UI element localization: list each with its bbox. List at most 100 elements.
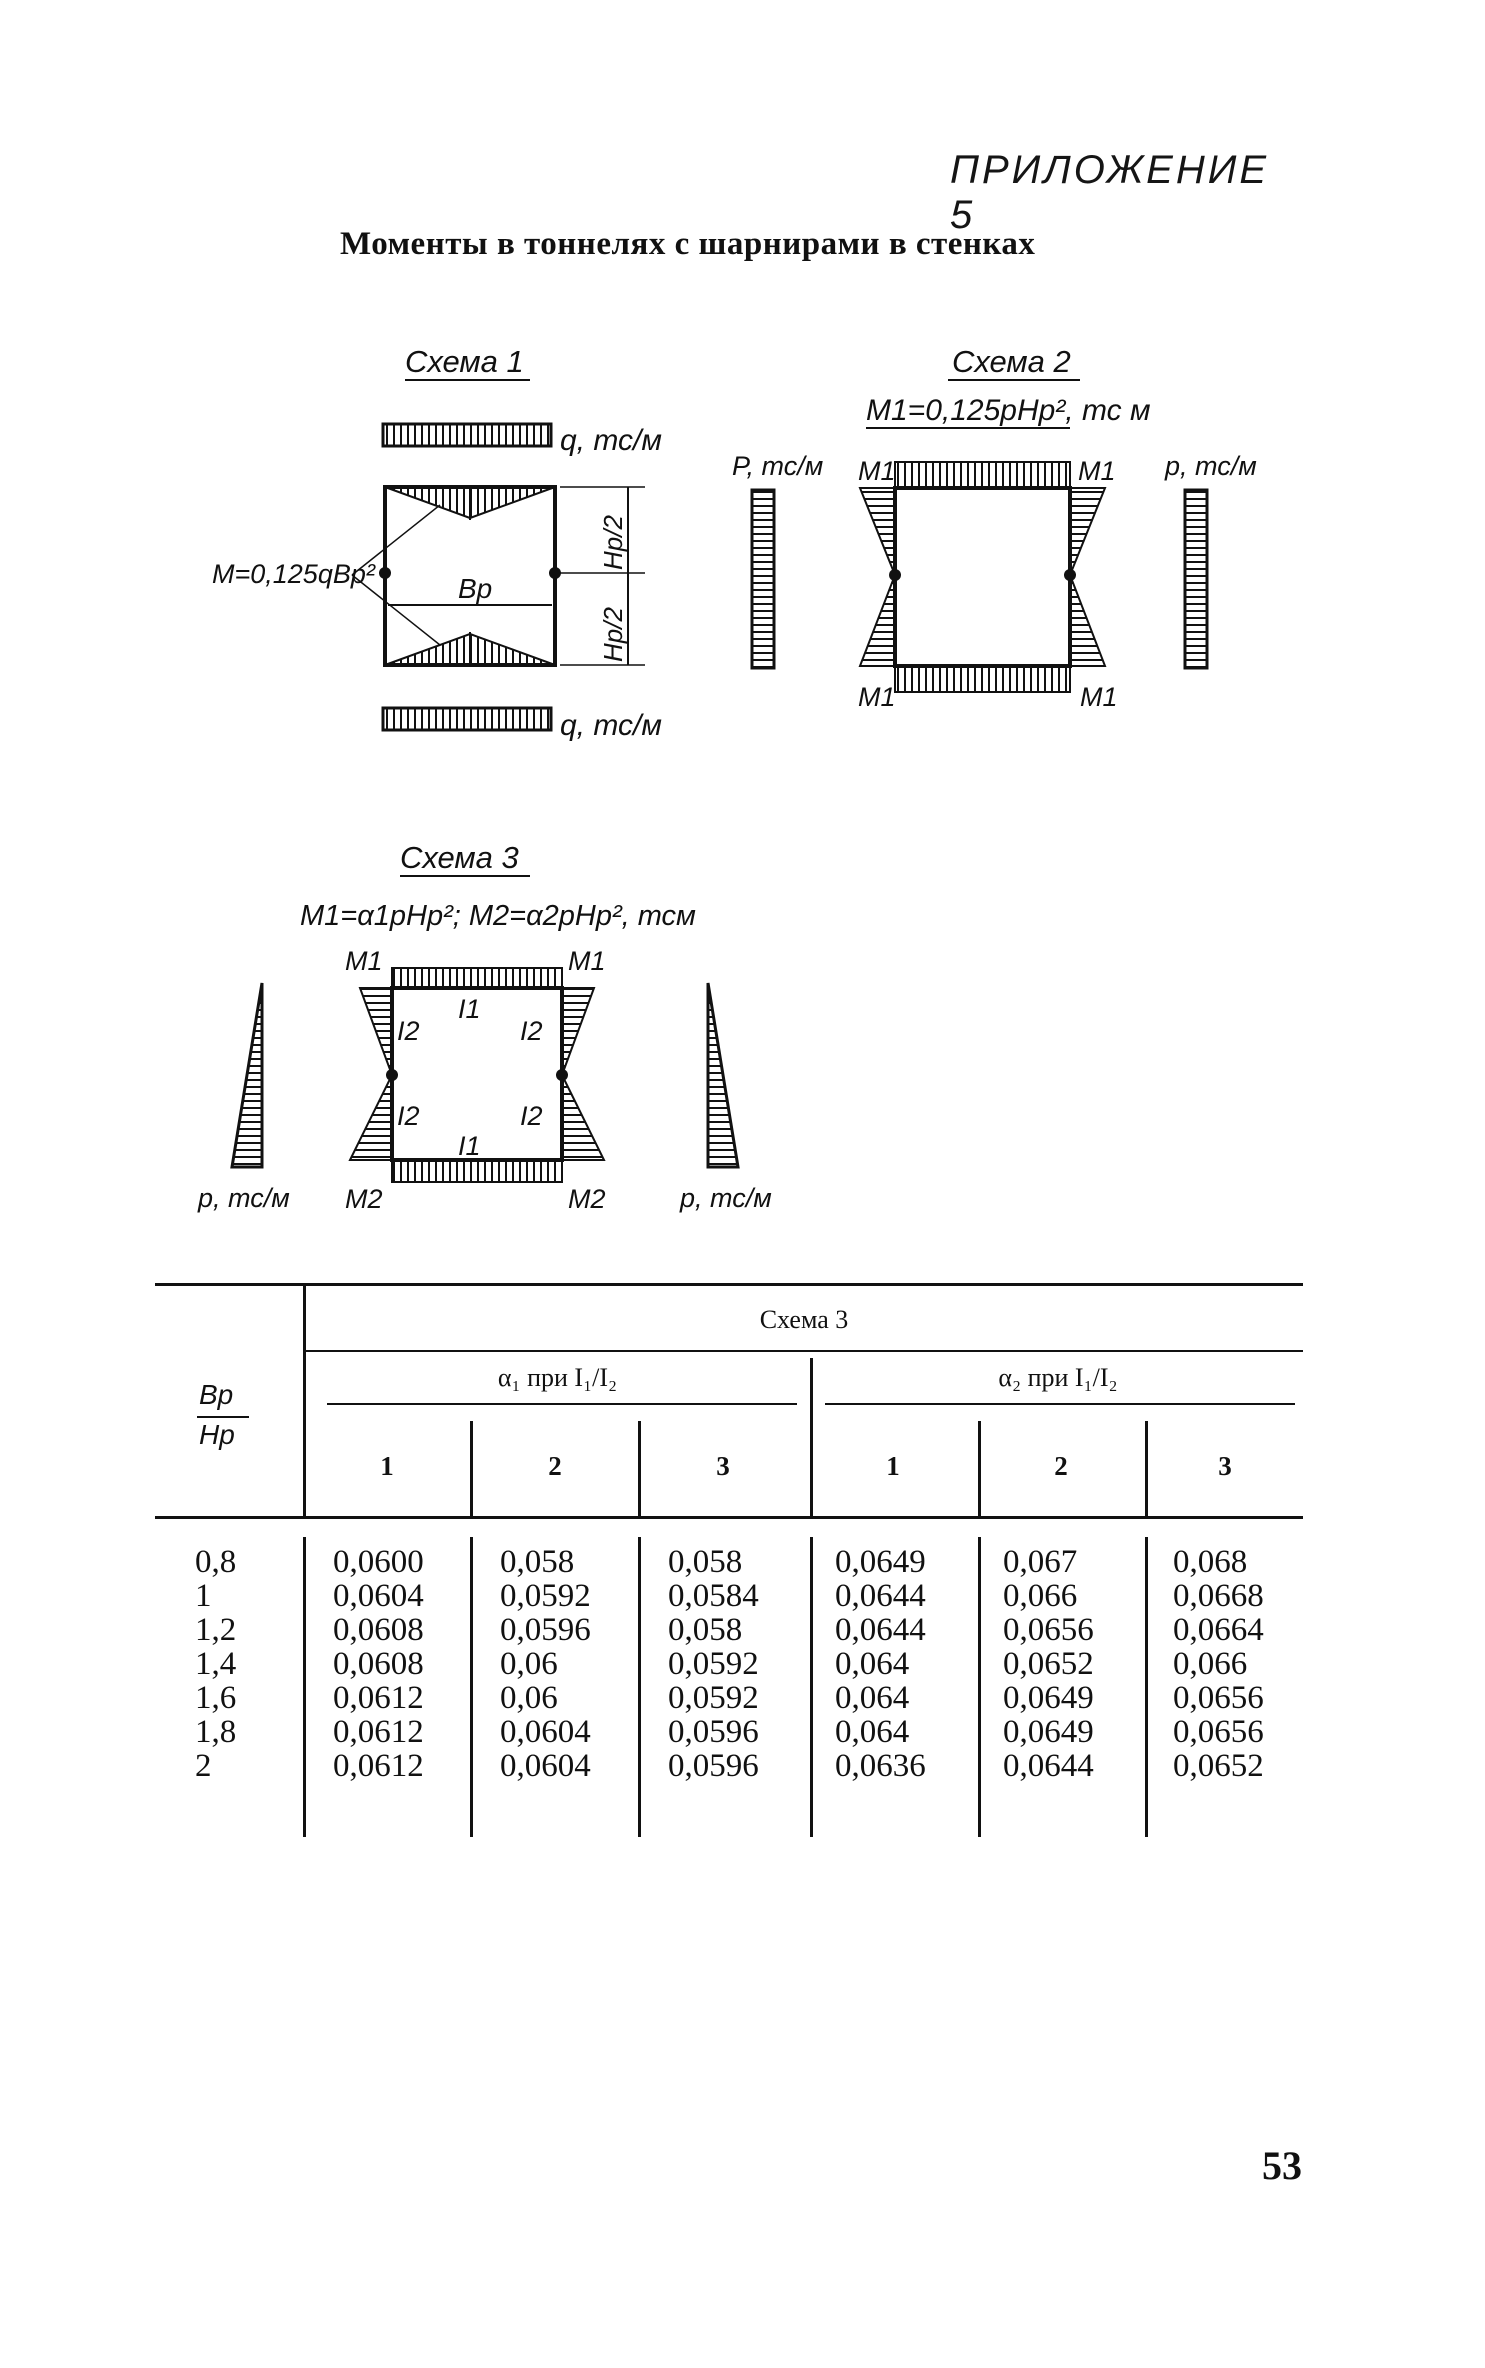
col-num: 2: [1054, 1451, 1068, 1481]
alpha2-header: α₂ при I₁/I₂: [998, 1363, 1118, 1392]
table-cell: 0,0649: [835, 1544, 926, 1580]
alpha1-header: α₁ при I₁/I₂: [497, 1363, 618, 1392]
table-cell: 0,064: [835, 1714, 910, 1750]
table-cell: 0,0596: [668, 1714, 759, 1750]
s3-load-left-label: p, тс/м: [197, 1183, 290, 1213]
s3-m-tl: M1: [345, 946, 383, 976]
s2-m-tl: M1: [858, 456, 896, 486]
s2-m-tr: M1: [1078, 456, 1116, 486]
s3-m-br: M2: [568, 1184, 606, 1214]
col-num: 3: [1218, 1451, 1232, 1481]
s1-bottom-load: [381, 706, 553, 732]
col-num: 1: [886, 1451, 900, 1481]
table-cell: 0,0612: [333, 1714, 424, 1750]
ratio-column: 0,8 1 1,2 1,4 1,6 1,8 2: [195, 1545, 236, 1783]
s1-span-label: Bр: [458, 573, 492, 604]
s3-formula: M1=α1pHp²; M2=α2pHp², тсм: [300, 900, 696, 932]
scheme-1-title: Схема 1: [405, 344, 524, 379]
s1-half-height-2: Hр/2: [598, 607, 628, 662]
table-cell: 0,0608: [333, 1612, 424, 1648]
table-cell: 0,0604: [500, 1714, 591, 1750]
ratio-denominator: Hр: [199, 1419, 235, 1450]
table-cell: 0,066: [1173, 1646, 1248, 1682]
table-cell: 1,4: [195, 1646, 237, 1682]
table-cell: 0,058: [668, 1612, 743, 1648]
alpha1-col-1: 0,0600 0,0604 0,0608 0,0608 0,0612 0,061…: [333, 1545, 424, 1783]
appendix-label: ПРИЛОЖЕНИЕ 5: [950, 148, 1270, 237]
scheme-3: Схема 3 M1=α1pHp²; M2=α2pHp², тсм p, тс/…: [197, 840, 772, 1214]
table-cell: 0,066: [1003, 1578, 1078, 1614]
table-cell: 0,067: [1003, 1544, 1078, 1580]
table-cell: 0,068: [1173, 1544, 1248, 1580]
alpha2-col-2: 0,067 0,066 0,0656 0,0652 0,0649 0,0649 …: [1003, 1545, 1094, 1783]
table-cell: 0,0592: [668, 1646, 759, 1682]
s3-right-load: [706, 982, 740, 1169]
table-cell: 0,058: [668, 1544, 743, 1580]
table-cell: 0,0644: [1003, 1748, 1094, 1784]
alpha2-col-3: 0,068 0,0668 0,0664 0,066 0,0656 0,0656 …: [1173, 1545, 1264, 1783]
table-cell: 1: [195, 1578, 212, 1614]
page-title: Моменты в тоннелях с шарнирами в стенках: [340, 226, 1036, 262]
table-cell: 0,0656: [1173, 1714, 1264, 1750]
table-cell: 0,0664: [1173, 1612, 1264, 1648]
table-cell: 0,064: [835, 1680, 910, 1716]
table-cell: 0,0596: [668, 1748, 759, 1784]
scheme-1: Схема 1 q, тс/м Bр М=0,125qBр² Hр/2 Hр/2…: [212, 344, 662, 742]
col-num: 3: [716, 1451, 730, 1481]
s2-left-load: [750, 488, 776, 670]
s2-formula: M1=0,125pHp², тс м: [866, 394, 1151, 427]
table-cell: 0,0608: [333, 1646, 424, 1682]
alpha1-col-3: 0,058 0,0584 0,058 0,0592 0,0592 0,0596 …: [668, 1545, 759, 1783]
table-cell: 0,06: [500, 1680, 558, 1716]
schemes-diagram: Схема 1 q, тс/м Bр М=0,125qBр² Hр/2 Hр/2…: [197, 344, 1257, 1214]
s3-m-bl: M2: [345, 1184, 383, 1214]
table-cell: 0,0604: [500, 1748, 591, 1784]
s2-m-br: M1: [1080, 682, 1118, 712]
table-cell: 0,0604: [333, 1578, 424, 1614]
table-cell: 0,0644: [835, 1612, 926, 1648]
s1-half-height-1: Hр/2: [598, 515, 628, 570]
scheme-3-title: Схема 3: [400, 840, 519, 875]
table-cell: 0,0652: [1003, 1646, 1094, 1682]
table-cell: 0,0596: [500, 1612, 591, 1648]
alpha2-col-1: 0,0649 0,0644 0,0644 0,064 0,064 0,064 0…: [835, 1545, 926, 1783]
table-cell: 0,06: [500, 1646, 558, 1682]
table-cell: 0,0649: [1003, 1714, 1094, 1750]
table-cell: 0,0649: [1003, 1680, 1094, 1716]
s2-right-load: [1183, 488, 1209, 670]
ratio-numerator: Bр: [199, 1379, 234, 1410]
table-cell: 0,0644: [835, 1578, 926, 1614]
s3-i-right-top: I2: [520, 1016, 543, 1046]
col-num: 1: [380, 1451, 394, 1481]
s1-load-top-label: q, тс/м: [560, 424, 662, 457]
s2-m-bl: M1: [858, 682, 896, 712]
s1-top-load: [381, 422, 553, 448]
s3-m-tr: M1: [568, 946, 606, 976]
table-cell: 0,0600: [333, 1544, 424, 1580]
table-cell: 0,058: [500, 1544, 575, 1580]
table-cell: 1,2: [195, 1612, 237, 1648]
table-cell: 0,0656: [1003, 1612, 1094, 1648]
s3-i-top: I1: [458, 994, 481, 1024]
table-cell: 2: [195, 1748, 212, 1784]
table-cell: 0,0584: [668, 1578, 759, 1614]
s2-frame: [893, 486, 1072, 668]
s1-moment-label: М=0,125qBр²: [212, 559, 376, 589]
table-cell: 1,6: [195, 1680, 237, 1716]
col-num: 2: [548, 1451, 562, 1481]
s2-load-right-label: p, тс/м: [1164, 451, 1257, 481]
table-cell: 1,8: [195, 1714, 237, 1750]
s2-load-left-label: P, тс/м: [732, 451, 823, 481]
s3-left-load: [230, 982, 264, 1169]
table-cell: 0,0656: [1173, 1680, 1264, 1716]
scheme-2-title: Схема 2: [952, 344, 1071, 379]
table-cell: 0,0612: [333, 1680, 424, 1716]
table-cell: 0,0652: [1173, 1748, 1264, 1784]
s3-i-right-bottom: I2: [520, 1101, 543, 1131]
table-cell: 0,0636: [835, 1748, 926, 1784]
table-cell: 0,0592: [668, 1680, 759, 1716]
coefficient-table: Bр Hр Схема 3 α₁ при I₁/I₂ α₂ при I₁/I₂ …: [155, 1283, 1305, 1843]
s1-load-bottom-label: q, тс/м: [560, 709, 662, 742]
table-cell: 0,0668: [1173, 1578, 1264, 1614]
table-cell: 0,064: [835, 1646, 910, 1682]
